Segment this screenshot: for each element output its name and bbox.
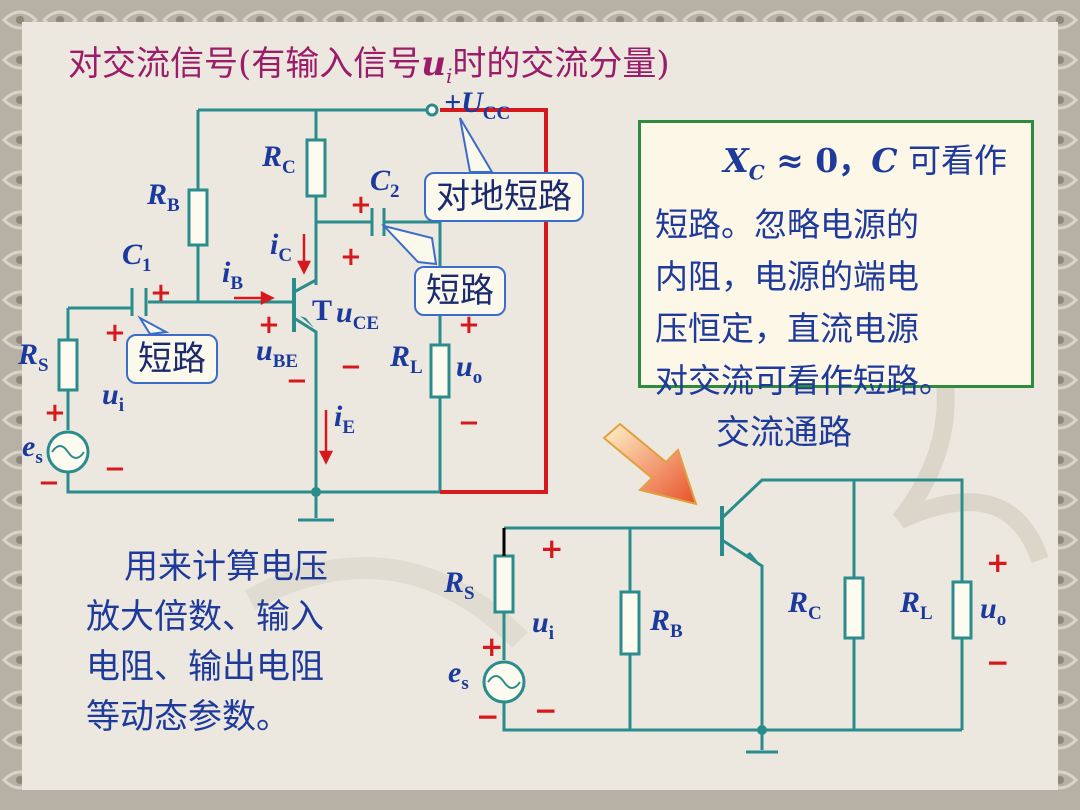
title-var: u — [421, 44, 446, 84]
ac-uo-plus: + — [986, 546, 1010, 579]
ib-label: iB — [222, 256, 244, 294]
ie-label: iE — [334, 400, 356, 438]
note-line-3: 内阻，电源的端电 — [655, 256, 919, 296]
uo-label: uo — [456, 350, 483, 388]
uo-minus: − — [458, 408, 480, 438]
dynamic-params-text: 用来计算电压 放大倍数、输入 电阻、输出电阻 等动态参数。 — [86, 542, 386, 742]
es-plus: + — [44, 398, 66, 428]
ac-es-minus: − — [476, 700, 500, 733]
uce-label: uCE — [336, 296, 380, 334]
title-var-sub: i — [446, 63, 453, 88]
c2-plus: + — [350, 190, 372, 220]
ui-plus: + — [104, 318, 126, 348]
pointer-arrow-icon — [602, 422, 698, 506]
note-line-5: 对交流可看作短路。 — [655, 360, 952, 400]
ac-rc-label: RC — [788, 586, 822, 624]
rc-label: RC — [262, 140, 296, 178]
es-minus: − — [38, 468, 60, 498]
slide-title: 对交流信号(有输入信号ui时的交流分量) — [68, 36, 670, 88]
ic-label: iC — [270, 228, 293, 266]
ube-minus: − — [286, 366, 308, 396]
callout-c2-short: 短路 — [414, 266, 506, 316]
callout-ground-short: 对地短路 — [424, 172, 584, 222]
dyn-line-3: 电阻、输出电阻 — [86, 647, 324, 687]
transistor-label: T — [312, 294, 333, 327]
callout-c1-short: 短路 — [126, 334, 218, 384]
ac-rl-label: RL — [900, 586, 933, 624]
title-prefix: 对交流信号(有输入信号 — [68, 44, 422, 84]
rs-label: RS — [18, 338, 49, 376]
uo-plus: + — [458, 310, 480, 340]
uce-minus: − — [340, 352, 362, 382]
ube-label: uBE — [256, 334, 299, 372]
dyn-line-4: 等动态参数。 — [86, 697, 290, 737]
ac-es-label: es — [448, 656, 469, 694]
ac-rs-label: RS — [444, 566, 475, 604]
ac-rb-label: RB — [650, 604, 683, 642]
c1-label: C1 — [122, 238, 152, 276]
dyn-line-2: 放大倍数、输入 — [86, 597, 324, 637]
ui-label: ui — [102, 378, 124, 416]
dyn-line-1: 用来计算电压 — [124, 547, 328, 587]
note-line-2: 短路。忽略电源的 — [655, 204, 919, 244]
ac-ui-label: ui — [532, 606, 554, 644]
ac-ui-plus: + — [540, 532, 564, 565]
c2-label: C2 — [370, 164, 400, 202]
vcc-label: +UCC — [444, 86, 511, 124]
ube-plus: + — [258, 310, 280, 340]
c1-plus: + — [150, 278, 172, 308]
es-label: es — [22, 430, 43, 468]
rb-label: RB — [147, 178, 180, 216]
ui-minus: − — [104, 454, 126, 484]
note-line-4: 压恒定，直流电源 — [655, 308, 919, 348]
title-suffix: 时的交流分量) — [452, 44, 670, 84]
uce-plus: + — [340, 242, 362, 272]
ac-ui-minus: − — [534, 694, 558, 727]
note-line-1: XC ≈ 0，C 可看作 — [723, 141, 1007, 185]
ac-uo-minus: − — [986, 646, 1010, 679]
ac-es-plus: + — [480, 630, 504, 663]
rl-label: RL — [390, 340, 423, 378]
ac-uo-label: uo — [980, 592, 1007, 630]
ac-path-title: 交流通路 — [716, 413, 852, 453]
note-box: XC ≈ 0，C 可看作 短路。忽略电源的 内阻，电源的端电 压恒定，直流电源 … — [638, 120, 1034, 400]
